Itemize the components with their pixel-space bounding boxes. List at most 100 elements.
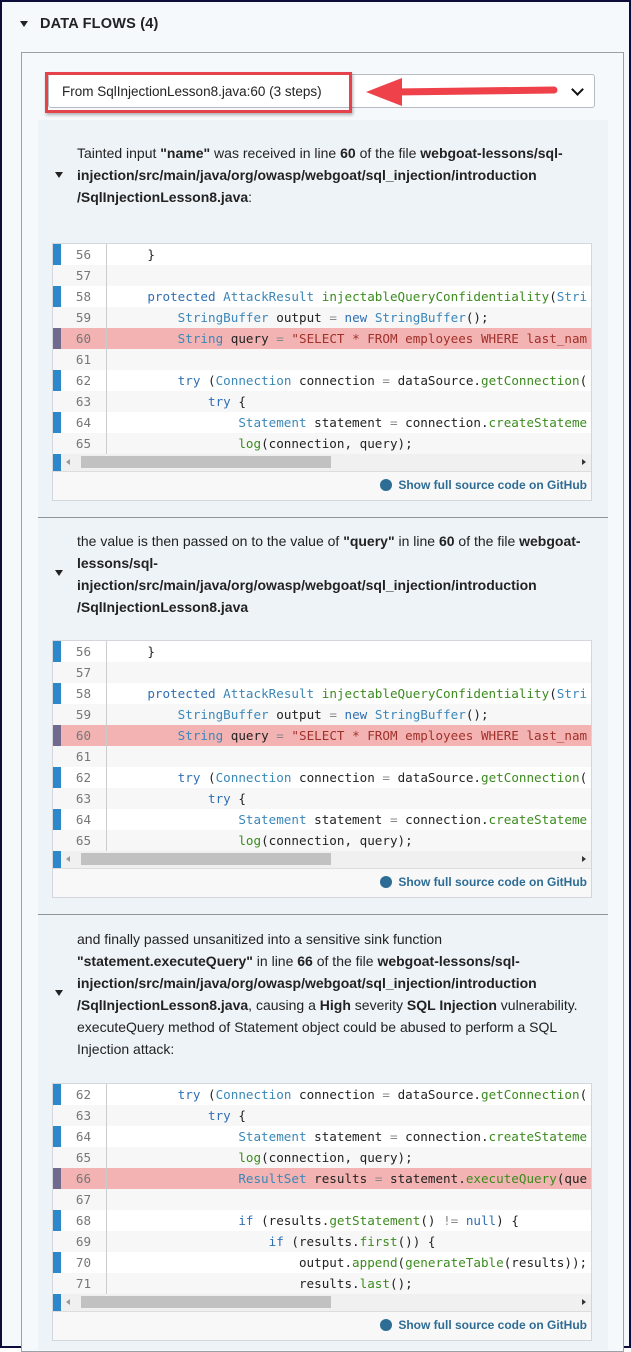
line-number: 64 — [53, 412, 107, 433]
code-token: createStateme — [488, 415, 588, 430]
code-line: 69 if (results.first()) { — [53, 1231, 591, 1252]
code-token: protected — [117, 686, 224, 701]
code-token: query — [230, 331, 277, 346]
line-number: 56 — [53, 641, 107, 662]
code-token: "SELECT * FROM employees WHERE last_nam — [291, 331, 588, 346]
github-link-label: Show full source code on GitHub — [398, 1318, 587, 1332]
code-line: 71 results.last(); — [53, 1273, 591, 1294]
code-line: 62 try (Connection connection = dataSour… — [53, 1084, 591, 1105]
code-token: try — [117, 394, 239, 409]
code-line: 64 Statement statement = connection.crea… — [53, 1126, 591, 1147]
bold-text: "statement.executeQuery" — [77, 953, 253, 969]
code-token: ( — [549, 289, 557, 304]
code-token: = — [329, 310, 345, 325]
code-line: 63 try { — [53, 788, 591, 809]
code-line: 58 protected AttackResult injectableQuer… — [53, 683, 591, 704]
horizontal-scrollbar[interactable] — [61, 1294, 591, 1311]
github-icon — [380, 1319, 393, 1331]
code-token: try — [117, 770, 208, 785]
github-link[interactable]: Show full source code on GitHub — [380, 478, 587, 492]
line-number: 67 — [53, 1189, 107, 1210]
code-token: AttackResult — [223, 686, 322, 701]
line-number: 68 — [53, 1210, 107, 1231]
text: of the file — [355, 145, 421, 161]
code-text: if (results.first()) { — [107, 1231, 436, 1252]
scroll-right-icon[interactable] — [582, 459, 586, 465]
code-token: StringBuffer — [374, 707, 466, 722]
scroll-left-icon[interactable] — [66, 856, 70, 862]
text: : — [248, 189, 253, 205]
code-line: 56 } — [53, 244, 591, 265]
code-token: = — [389, 812, 406, 827]
code-text — [107, 265, 117, 286]
code-token: "SELECT * FROM employees WHERE last_nam — [291, 728, 588, 743]
code-line: 59 StringBuffer output = new StringBuffe… — [53, 307, 591, 328]
highlighted-code-line: 66 ResultSet results = statement.execute… — [53, 1168, 591, 1189]
code-token: connection. — [405, 1129, 489, 1144]
scrollbar-thumb[interactable] — [81, 1296, 331, 1308]
code-token: statement — [314, 415, 390, 430]
code-token: () — [420, 1213, 444, 1228]
text: was received in line — [210, 145, 341, 161]
code-token: { — [238, 394, 246, 409]
code-token: ( — [208, 770, 216, 785]
github-link[interactable]: Show full source code on GitHub — [380, 875, 587, 889]
step-description: and finally passed unsanitized into a se… — [77, 928, 597, 1060]
code-token: StringBuffer — [117, 707, 277, 722]
github-icon — [380, 479, 393, 491]
code-text: StringBuffer output = new StringBuffer()… — [107, 307, 489, 328]
code-text: try { — [107, 1105, 246, 1126]
code-token: { — [238, 791, 246, 806]
text: the value is then passed on to the value… — [77, 533, 344, 549]
data-flow-step: Tainted input "name" was received in lin… — [38, 120, 608, 517]
line-number: 56 — [53, 244, 107, 265]
code-token: != — [443, 1213, 466, 1228]
code-text: try { — [107, 391, 246, 412]
caret-down-icon — [20, 21, 28, 27]
code-token: ()) { — [397, 1234, 436, 1249]
scroll-left-icon[interactable] — [66, 459, 70, 465]
code-token: createStateme — [488, 1129, 588, 1144]
horizontal-scrollbar[interactable] — [61, 454, 591, 471]
code-token: results — [314, 1171, 375, 1186]
code-token: statement — [314, 1129, 390, 1144]
code-text: log(connection, query); — [107, 433, 412, 454]
code-token: = — [382, 770, 398, 785]
code-line: 61 — [53, 349, 591, 370]
code-token: dataSource. — [397, 770, 481, 785]
line-number: 57 — [53, 662, 107, 683]
section-title: DATA FLOWS (4) — [40, 16, 159, 32]
line-number: 62 — [53, 1084, 107, 1105]
flow-select[interactable]: From SqlInjectionLesson8.java:60 (3 step… — [48, 74, 595, 108]
code-line: 65 log(connection, query); — [53, 1147, 591, 1168]
code-line: 70 output.append(generateTable(results))… — [53, 1252, 591, 1273]
caret-down-icon[interactable] — [55, 570, 63, 576]
scroll-right-icon[interactable] — [582, 1299, 586, 1305]
code-snippet: 62 try (Connection connection = dataSour… — [52, 1083, 592, 1341]
code-token: (results. — [291, 1234, 360, 1249]
code-token: (connection, query); — [261, 833, 413, 848]
scroll-right-icon[interactable] — [582, 856, 586, 862]
code-text: Statement statement = connection.createS… — [107, 1126, 587, 1147]
scrollbar-thumb[interactable] — [81, 456, 331, 468]
text: of the file — [454, 533, 520, 549]
code-token: protected — [117, 289, 224, 304]
scroll-left-icon[interactable] — [66, 1299, 70, 1305]
data-flows-toggle[interactable]: DATA FLOWS (4) — [20, 16, 159, 32]
github-link[interactable]: Show full source code on GitHub — [380, 1318, 587, 1332]
text: Tainted input — [77, 145, 161, 161]
horizontal-scrollbar[interactable] — [61, 851, 591, 868]
code-token: ) { — [496, 1213, 519, 1228]
scrollbar-thumb[interactable] — [81, 853, 331, 865]
caret-down-icon[interactable] — [55, 172, 63, 178]
code-token: try — [117, 1087, 208, 1102]
code-text: log(connection, query); — [107, 830, 413, 851]
code-text: try (Connection connection = dataSource.… — [107, 370, 588, 391]
line-number: 61 — [53, 746, 107, 767]
caret-down-icon[interactable] — [55, 990, 63, 996]
code-line: 65 log(connection, query); — [53, 830, 591, 851]
code-token: output — [276, 310, 330, 325]
